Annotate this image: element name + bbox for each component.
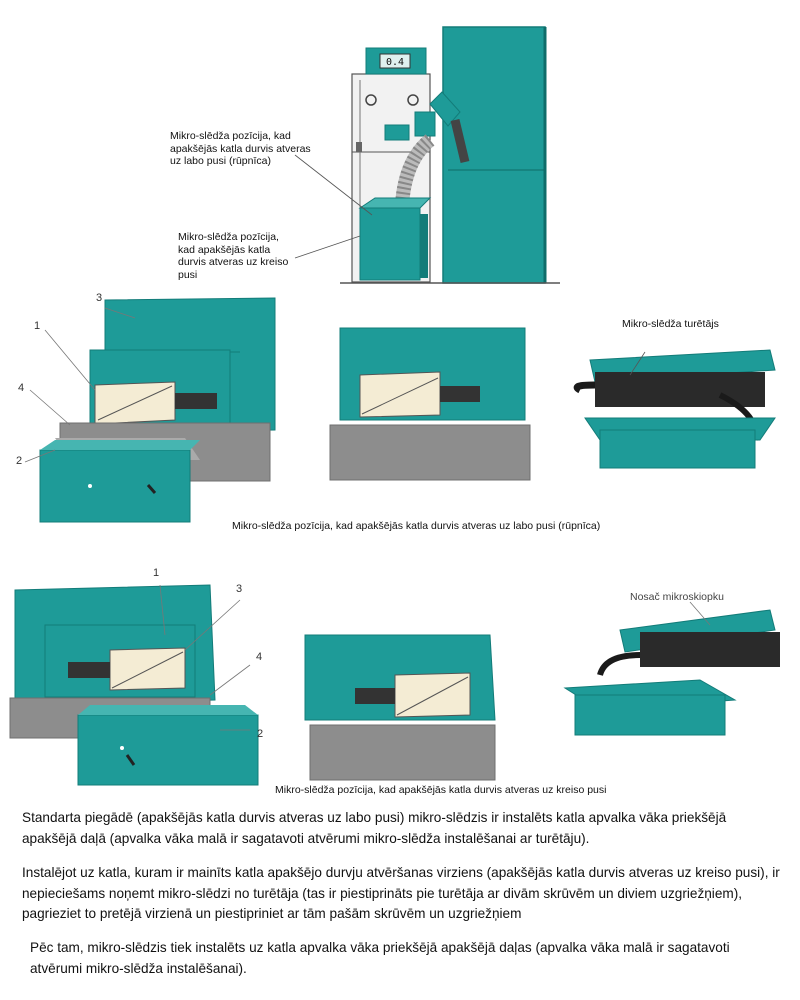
row1-number-1: 1 [34, 320, 41, 332]
row1-right-door-detail [24, 297, 776, 523]
row1-number-3: 3 [96, 292, 103, 304]
row2-left-door-detail [9, 584, 780, 786]
row1-number-2: 2 [16, 455, 23, 467]
paragraph-standard-delivery: Standarta piegādē (apakšējās katla durvi… [22, 810, 727, 846]
row2-number-1: 1 [153, 567, 160, 579]
row2-number-3: 3 [236, 583, 243, 595]
row1-caption: Mikro-slēdža pozīcija, kad apakšējās kat… [232, 520, 601, 532]
row2-number-2: 2 [257, 728, 264, 740]
label-right-door-position: Mikro-slēdža pozīcija, kad apakšējās kat… [170, 130, 311, 167]
row2-number-4: 4 [256, 651, 263, 663]
row2-caption: Mikro-slēdža pozīcija, kad apakšējās kat… [275, 784, 607, 796]
paragraph-reversed-door: Instalējot uz katla, kuram ir mainīts ka… [22, 865, 780, 921]
row2-holder-label: Nosač mikroskiopku [630, 591, 724, 603]
label-left-door-position: Mikro-slēdža pozīcija, kad apakšējās kat… [178, 231, 289, 281]
row1-holder-label: Mikro-slēdža turētājs [622, 318, 719, 330]
boiler-display-text: 0.4 [386, 57, 404, 68]
row1-number-4: 4 [18, 382, 25, 394]
boiler-illustration: 0.4 [294, 26, 560, 284]
paragraph-after-installation: Pēc tam, mikro-slēdzis tiek instalēts uz… [30, 940, 730, 976]
